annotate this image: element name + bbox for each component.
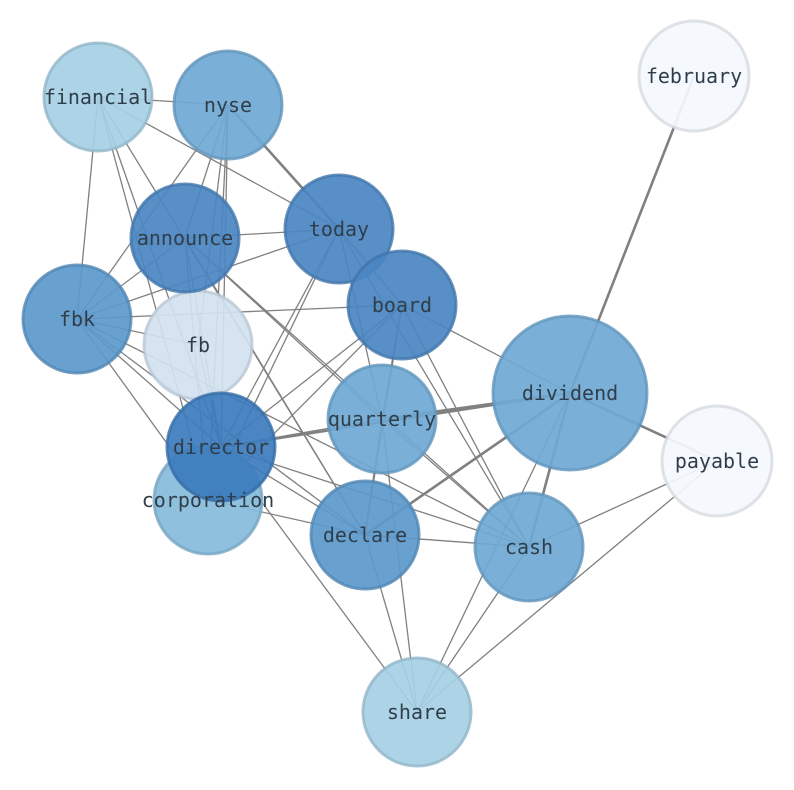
nodes-layer [21, 19, 774, 768]
node-label-announce: announce [137, 226, 233, 250]
edge-announce-declare [184, 237, 366, 536]
node-label-share: share [387, 700, 447, 724]
node-label-payable: payable [675, 449, 759, 473]
node-label-financial: financial [44, 85, 152, 109]
node-share [361, 656, 473, 768]
node-label-declare: declare [323, 523, 407, 547]
node-label-quarterly: quarterly [328, 407, 436, 431]
node-today [283, 173, 395, 285]
node-payable [660, 404, 774, 518]
node-dividend [491, 314, 649, 472]
node-label-board: board [372, 293, 432, 317]
node-board [346, 249, 458, 361]
node-financial [42, 41, 154, 153]
node-label-fb: fb [186, 333, 210, 357]
node-label-february: february [646, 64, 742, 88]
node-quarterly [326, 363, 438, 475]
node-cash [473, 491, 585, 603]
node-nyse [172, 49, 284, 161]
node-february [637, 19, 751, 133]
node-label-today: today [309, 217, 369, 241]
node-announce [129, 182, 241, 294]
node-label-dividend: dividend [522, 381, 618, 405]
node-declare [309, 479, 421, 591]
node-label-director: director [173, 435, 269, 459]
node-director [165, 391, 277, 503]
labels-layer: financial nyse february fb today announce fbk b… [44, 64, 759, 724]
node-label-corporation: corporation [142, 488, 274, 512]
node-label-nyse: nyse [204, 93, 252, 117]
node-fbk [21, 263, 133, 375]
node-label-cash: cash [505, 535, 553, 559]
node-label-fbk: fbk [59, 307, 95, 331]
